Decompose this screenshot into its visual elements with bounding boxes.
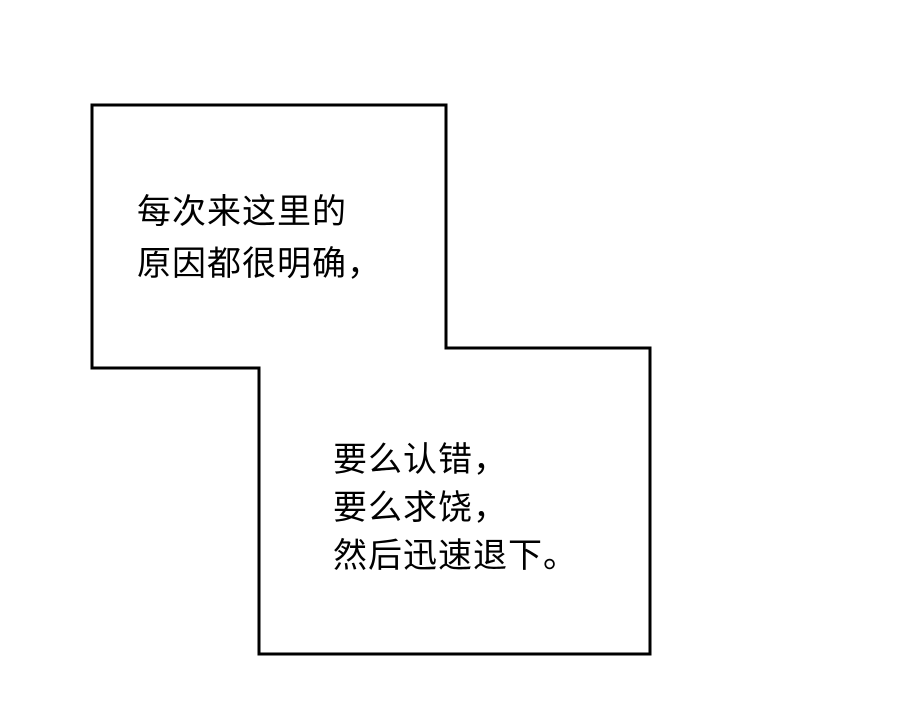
- caption-line: 原因都很明确，: [137, 244, 382, 284]
- caption-line: 要么认错，: [333, 440, 508, 480]
- caption-line: 然后迅速退下。: [333, 536, 578, 576]
- caption-text-1: 每次来这里的 原因都很明确，: [137, 186, 382, 290]
- caption-text-2: 要么认错， 要么求饶， 然后迅速退下。: [333, 436, 578, 580]
- caption-line: 每次来这里的: [137, 192, 347, 232]
- caption-box-outline: [90, 103, 652, 656]
- caption-line: 要么求饶，: [333, 488, 508, 528]
